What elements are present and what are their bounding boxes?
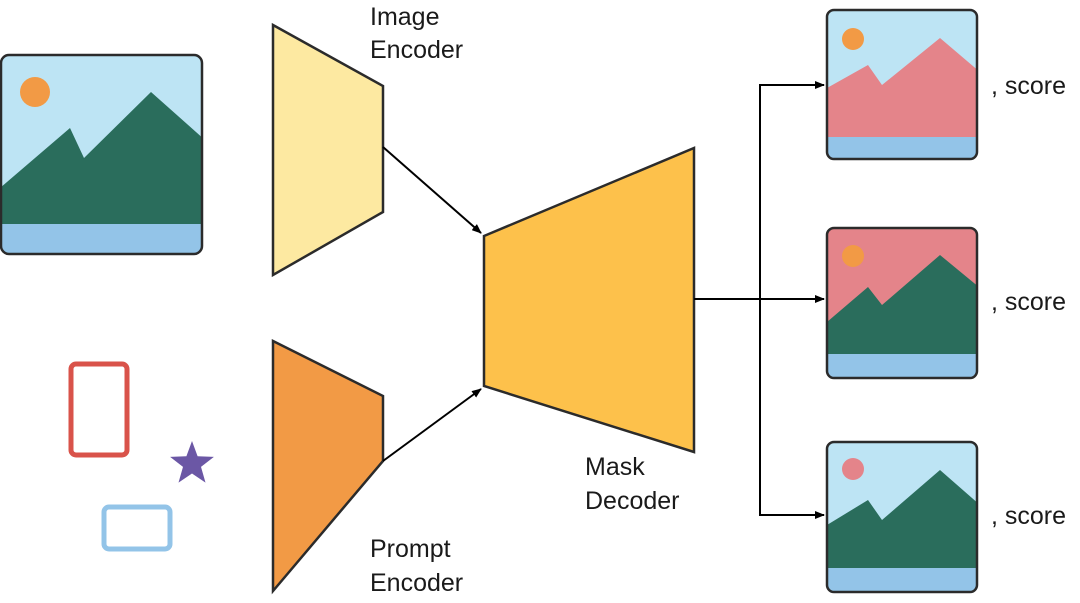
decoder-to-output-1-arrow — [759, 81, 825, 299]
score-label-3: , score — [991, 502, 1066, 530]
image-encoder-block — [271, 22, 385, 278]
sun-icon — [842, 28, 864, 50]
input-mountain — [1, 92, 202, 226]
input-image — [0, 53, 204, 256]
image-encoder-to-decoder-arrow — [382, 146, 482, 234]
sun-icon — [842, 245, 864, 267]
image-encoder-label: Image Encoder — [370, 3, 463, 64]
prompt-encoder-block — [271, 338, 385, 595]
mask-decoder-block — [482, 146, 696, 454]
output-mask-1 — [825, 8, 979, 161]
rectangle-icon — [68, 361, 130, 458]
mask-highlight — [842, 458, 864, 480]
prompt-encoder-label: Prompt Encoder — [370, 535, 463, 597]
output-mask-2 — [825, 226, 979, 380]
sun-icon — [20, 77, 50, 107]
star-icon — [170, 441, 214, 483]
score-label-1: , score — [991, 72, 1066, 100]
prompt-encoder-to-decoder-arrow — [382, 388, 482, 462]
input-image-frame — [0, 53, 204, 256]
decoder-to-output-3-arrow — [759, 299, 825, 519]
mask-highlight — [827, 38, 977, 140]
score-label-2: , score — [991, 288, 1066, 316]
output-mask-3 — [825, 440, 979, 594]
input-water — [1, 224, 202, 254]
rectangle-icon — [101, 504, 173, 552]
mask-decoder-label: Mask Decoder — [585, 453, 680, 515]
